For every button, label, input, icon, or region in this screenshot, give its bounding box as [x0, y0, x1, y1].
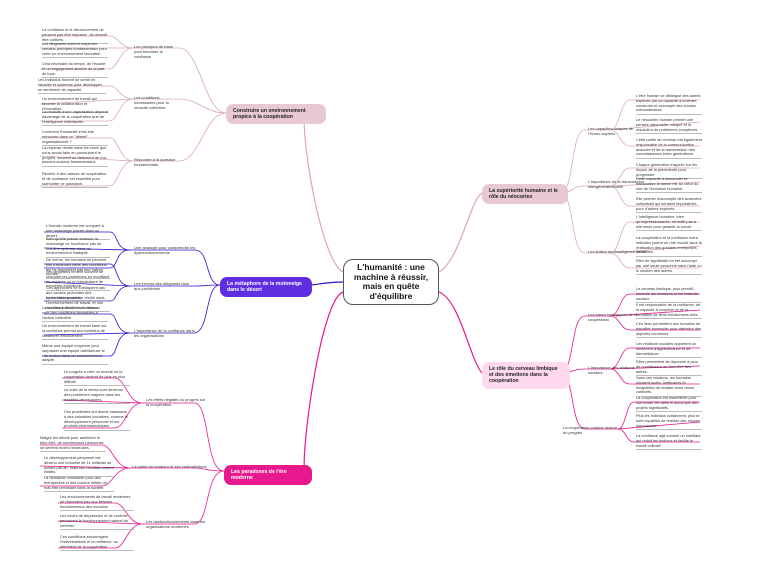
leaf-item[interactable]: La coopération est essentielle pour surm… [636, 395, 702, 412]
subtopic-label[interactable]: La coopération comme moteur du progrès [563, 425, 618, 435]
branch-limbique[interactable]: Le rôle du cerveau limbique et des émoti… [482, 362, 570, 389]
subtopic-label[interactable]: Les principes de base pour favoriser la … [134, 44, 173, 59]
branch-paradoxes[interactable]: Les paradoxes de l'ère moderne [224, 465, 312, 486]
subtopic-label[interactable]: L'importance des relations sociales [588, 365, 635, 375]
branch-limbique-label: Le rôle du cerveau limbique et des émoti… [489, 366, 558, 385]
branch-cooperation[interactable]: Construire un environnement propice à la… [226, 104, 326, 125]
subtopic-label[interactable]: La quête du bonheur et ses contradiction… [132, 464, 207, 469]
central-topic-label: L'humanité : une machine à réussir, mais… [353, 262, 429, 301]
leaf-item[interactable]: Plus les individus collaborent, plus le … [636, 413, 702, 430]
leaf-item[interactable]: La demande croissante pour des thérapeut… [44, 475, 114, 492]
leaf-item[interactable]: La confiance et le découvrement ne peuve… [42, 27, 108, 44]
leaf-item[interactable]: Ces liens permettent aux humains de trav… [636, 321, 702, 338]
leaf-item[interactable]: Un environnement de travail qui favorise… [42, 96, 108, 113]
leaf-item[interactable]: Les relations sociales apportent un sent… [636, 341, 702, 358]
leaf-item[interactable]: Les environnements de travail modernes n… [60, 494, 134, 511]
leaf-item[interactable]: Le véritable problème réside dans l'envi… [46, 295, 110, 312]
leaf-item[interactable]: Le progrès a créé un monde où la coopéra… [64, 369, 130, 386]
leaf-item[interactable]: Même une équipe moyenne peut surpasser u… [42, 343, 108, 365]
leaf-item[interactable]: Revenir à des valeurs de coopération et … [42, 171, 108, 188]
subtopic-label[interactable]: Les capacités uniques de l'Homo sapiens [588, 126, 634, 136]
leaf-item[interactable]: Cette partie du cerveau est également re… [636, 137, 702, 159]
leaf-item[interactable]: La coopération et la confiance entre ind… [636, 235, 702, 257]
branch-motoneige-label: La métaphore de la motoneige dans le dés… [227, 281, 302, 294]
leaf-item[interactable]: Les dirigeants doivent respecter certain… [42, 41, 108, 58]
leaf-item[interactable]: Le culte de la stress sont devenus des p… [64, 387, 130, 404]
central-topic[interactable]: L'humanité : une machine à réussir, mais… [343, 259, 439, 305]
leaf-item[interactable]: La réussite d'une organisation dépend da… [42, 109, 108, 126]
leaf-item[interactable]: Le développement personnel est devenu un… [44, 455, 114, 477]
leaf-item[interactable]: La réponse réside dans les choix que nou… [42, 145, 108, 167]
leaf-item[interactable]: Rien de significatif n'a été accompli pa… [636, 258, 702, 275]
subtopic-label[interactable]: L'importance de la confiance dans les or… [134, 328, 195, 338]
branch-cooperation-label: Construire un environnement propice à la… [233, 108, 306, 121]
leaf-item[interactable]: Ces problèmes ont donné naissance à des … [64, 409, 130, 431]
leaf-item[interactable]: Elle permet d'accomplir des avancées col… [636, 196, 702, 213]
subtopic-label[interactable]: Les erreurs des dirigeants face aux prob… [134, 281, 189, 291]
leaf-item[interactable]: Ces approches ne s'attaquent pas aux cau… [46, 285, 110, 302]
leaf-item[interactable]: Bien qu'elle puisse avancer, la motoneig… [46, 236, 110, 258]
leaf-item[interactable]: Un environnement de travail basé sur la … [42, 323, 108, 340]
leaf-item[interactable]: Cela nécessite du temps, de l'écoute et … [42, 61, 108, 78]
leaf-item[interactable]: De même, les humains ne peuvent pas s'ép… [46, 257, 110, 279]
leaf-item[interactable]: Chaque génération s'appuie sur les leçon… [636, 162, 702, 179]
subtopic-label[interactable]: Les effets négatifs du progrès sur la co… [146, 397, 206, 407]
leaf-item[interactable]: Cette capacité à accumuler et transmettr… [636, 176, 702, 193]
leaf-item[interactable]: La confiance réduit les frictions et cré… [42, 305, 108, 322]
subtopic-label[interactable]: Les bases biologiques de la coopération [588, 312, 638, 322]
subtopic-label[interactable]: Répondre à la question fondamentale [134, 157, 176, 167]
leaf-item[interactable]: Les dirigeants tentent souvent de résoud… [46, 269, 110, 291]
leaf-item[interactable]: La confiance agit comme un lubrifiant qu… [636, 433, 702, 450]
branch-superiorite-label: La supériorité humaine et le rôle du néo… [489, 188, 558, 201]
leaf-item[interactable]: Le néocortex humain permet une pensée ra… [636, 117, 702, 134]
leaf-item[interactable]: Comment l'humanité s'est-elle retrouvée … [42, 129, 108, 146]
leaf-item[interactable]: Les individus doivent se sentir en sécur… [38, 77, 106, 94]
subtopic-label[interactable]: Une analogie pour comprendre les dysfonc… [134, 245, 196, 255]
subtopic-label[interactable]: Les limites de l'intelligence seule [588, 249, 646, 254]
branch-paradoxes-label: Les paradoxes de l'ère moderne [231, 469, 287, 482]
branch-superiorite[interactable]: La supériorité humaine et le rôle du néo… [482, 184, 568, 205]
leaf-item[interactable]: Ces conditions encouragent l'individuali… [60, 534, 134, 551]
leaf-item[interactable]: Sans ces relations, les humains seraient… [636, 375, 702, 397]
leaf-item[interactable]: Il est responsable de la confiance, de l… [636, 302, 702, 319]
leaf-item[interactable]: Elles permettent de répondre à plus de c… [636, 359, 702, 376]
leaf-item[interactable]: L'être humain se distingue des autres es… [636, 93, 702, 115]
leaf-item[interactable]: Le cerveau limbique, plus primitif, cont… [636, 286, 702, 303]
leaf-item[interactable]: L'intelligence humaine, bien qu'impressi… [636, 214, 702, 231]
subtopic-label[interactable]: L'importance de la transmission intergén… [588, 179, 645, 189]
subtopic-label[interactable]: Les dysfonctionnements dans les organisa… [146, 519, 206, 529]
leaf-item[interactable]: Les excès de dépression et de contrôle p… [60, 513, 134, 530]
subtopic-label[interactable]: Les conditions nécessaires pour la réuss… [134, 95, 169, 110]
leaf-item[interactable]: Malgré les efforts pour améliorer le bie… [40, 435, 106, 452]
branch-motoneige[interactable]: La métaphore de la motoneige dans le dés… [220, 277, 312, 298]
leaf-item[interactable]: L'humain moderne est comparé à une moton… [46, 223, 110, 240]
